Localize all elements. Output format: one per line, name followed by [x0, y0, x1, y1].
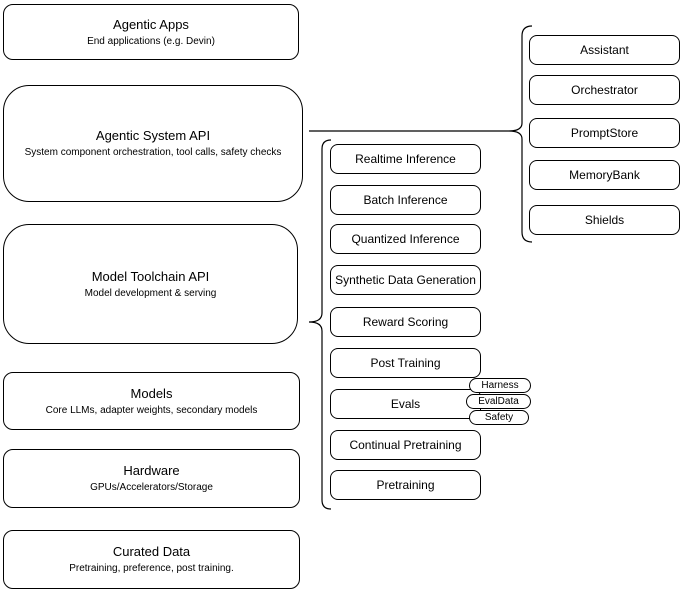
node-continual-pretraining: Continual Pretraining: [330, 430, 481, 460]
node-shields: Shields: [529, 205, 680, 235]
node-assistant: Assistant: [529, 35, 680, 65]
node-title: Agentic System API: [95, 128, 211, 143]
tag-evaldata: EvalData: [466, 394, 531, 409]
node-post-training: Post Training: [330, 348, 481, 378]
toolchain-brace: [308, 139, 332, 510]
node-subtitle: Model development & serving: [84, 287, 217, 299]
node-title: Hardware: [123, 463, 180, 478]
node-models: Models Core LLMs, adapter weights, secon…: [3, 372, 300, 430]
node-batch-inference: Batch Inference: [330, 185, 481, 215]
node-title: Model Toolchain API: [91, 268, 210, 284]
node-subtitle: Pretraining, preference, post training.: [69, 563, 234, 574]
node-pretraining: Pretraining: [330, 470, 481, 500]
node-curated-data: Curated Data Pretraining, preference, po…: [3, 530, 300, 589]
node-subtitle: System component orchestration, tool cal…: [24, 147, 282, 158]
node-agentic-system-api: Agentic System API System component orch…: [3, 85, 303, 202]
node-quantized-inference: Quantized Inference: [330, 224, 481, 254]
node-agentic-apps: Agentic Apps End applications (e.g. Devi…: [3, 4, 299, 60]
node-model-toolchain-api: Model Toolchain API Model development & …: [3, 224, 298, 344]
node-title: Models: [130, 385, 173, 401]
node-promptstore: PromptStore: [529, 118, 680, 148]
node-title: Agentic Apps: [113, 16, 189, 32]
system-components-brace: [508, 25, 533, 243]
node-synthetic-data-generation: Synthetic Data Generation: [330, 265, 481, 295]
node-realtime-inference: Realtime Inference: [330, 144, 481, 174]
node-memorybank: MemoryBank: [529, 160, 680, 190]
node-subtitle: GPUs/Accelerators/Storage: [90, 482, 213, 493]
node-evals: Evals: [330, 389, 481, 419]
node-orchestrator: Orchestrator: [529, 75, 680, 105]
node-reward-scoring: Reward Scoring: [330, 307, 481, 337]
node-subtitle: End applications (e.g. Devin): [87, 35, 215, 47]
node-title: Curated Data: [112, 544, 191, 559]
tag-safety: Safety: [469, 410, 529, 425]
node-subtitle: Core LLMs, adapter weights, secondary mo…: [45, 404, 258, 416]
node-hardware: Hardware GPUs/Accelerators/Storage: [3, 449, 300, 508]
tag-harness: Harness: [469, 378, 531, 393]
